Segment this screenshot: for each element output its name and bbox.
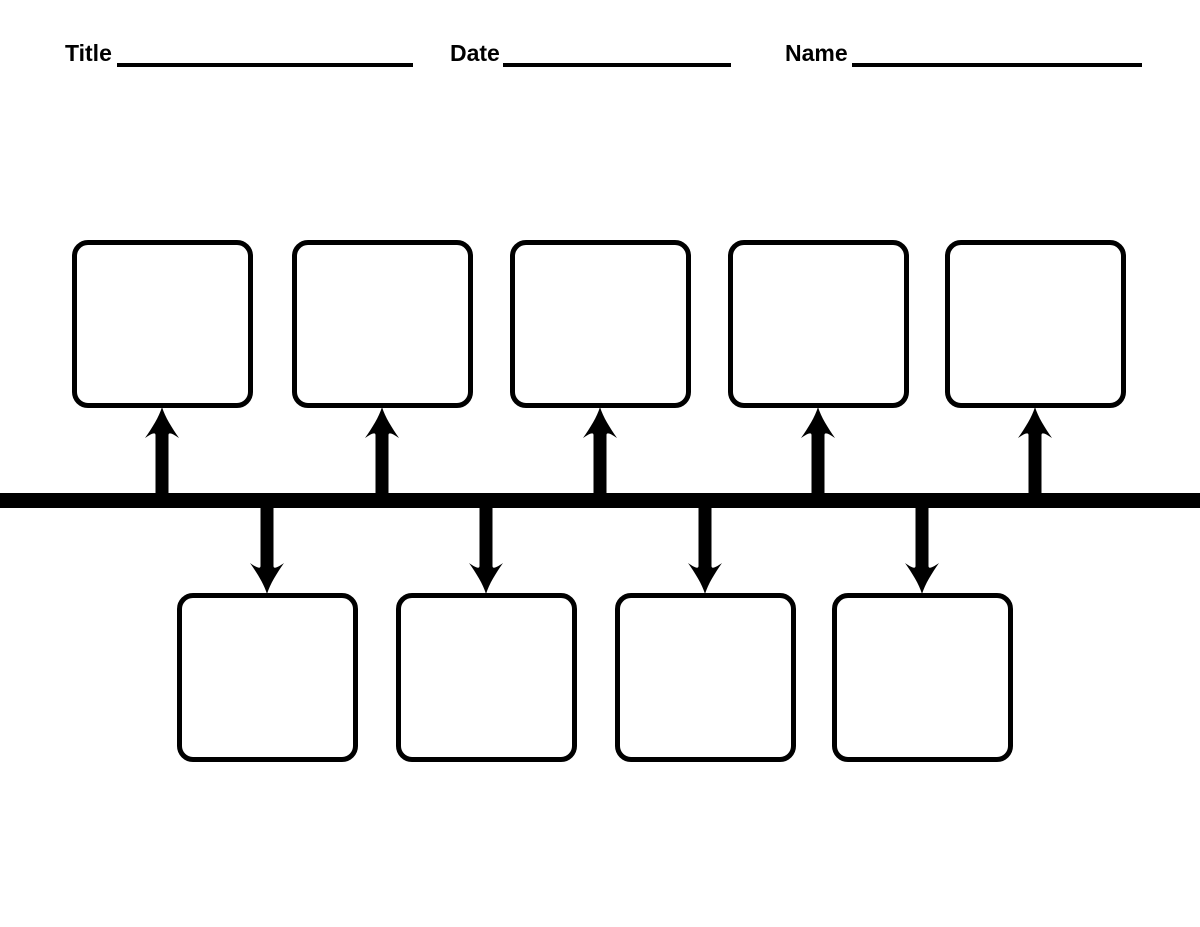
top-event-box-2[interactable] — [292, 240, 473, 408]
down-arrow-icon-4 — [904, 507, 940, 594]
down-arrow-icon-1 — [249, 507, 285, 594]
date-blank-line[interactable] — [503, 63, 731, 67]
up-arrow-icon-3 — [582, 407, 618, 494]
name-label: Name — [785, 40, 848, 66]
up-arrow-icon-4 — [800, 407, 836, 494]
bottom-event-box-3[interactable] — [615, 593, 796, 762]
top-event-box-3[interactable] — [510, 240, 691, 408]
bottom-event-box-2[interactable] — [396, 593, 577, 762]
title-blank-line[interactable] — [117, 63, 413, 67]
bottom-event-box-1[interactable] — [177, 593, 358, 762]
up-arrow-icon-5 — [1017, 407, 1053, 494]
down-arrow-icon-3 — [687, 507, 723, 594]
top-event-box-5[interactable] — [945, 240, 1126, 408]
down-arrow-icon-2 — [468, 507, 504, 594]
date-label: Date — [450, 40, 500, 66]
top-event-box-1[interactable] — [72, 240, 253, 408]
top-event-box-4[interactable] — [728, 240, 909, 408]
timeline-bar — [0, 493, 1200, 508]
up-arrow-icon-1 — [144, 407, 180, 494]
bottom-event-box-4[interactable] — [832, 593, 1013, 762]
up-arrow-icon-2 — [364, 407, 400, 494]
title-label: Title — [65, 40, 112, 66]
name-blank-line[interactable] — [852, 63, 1142, 67]
